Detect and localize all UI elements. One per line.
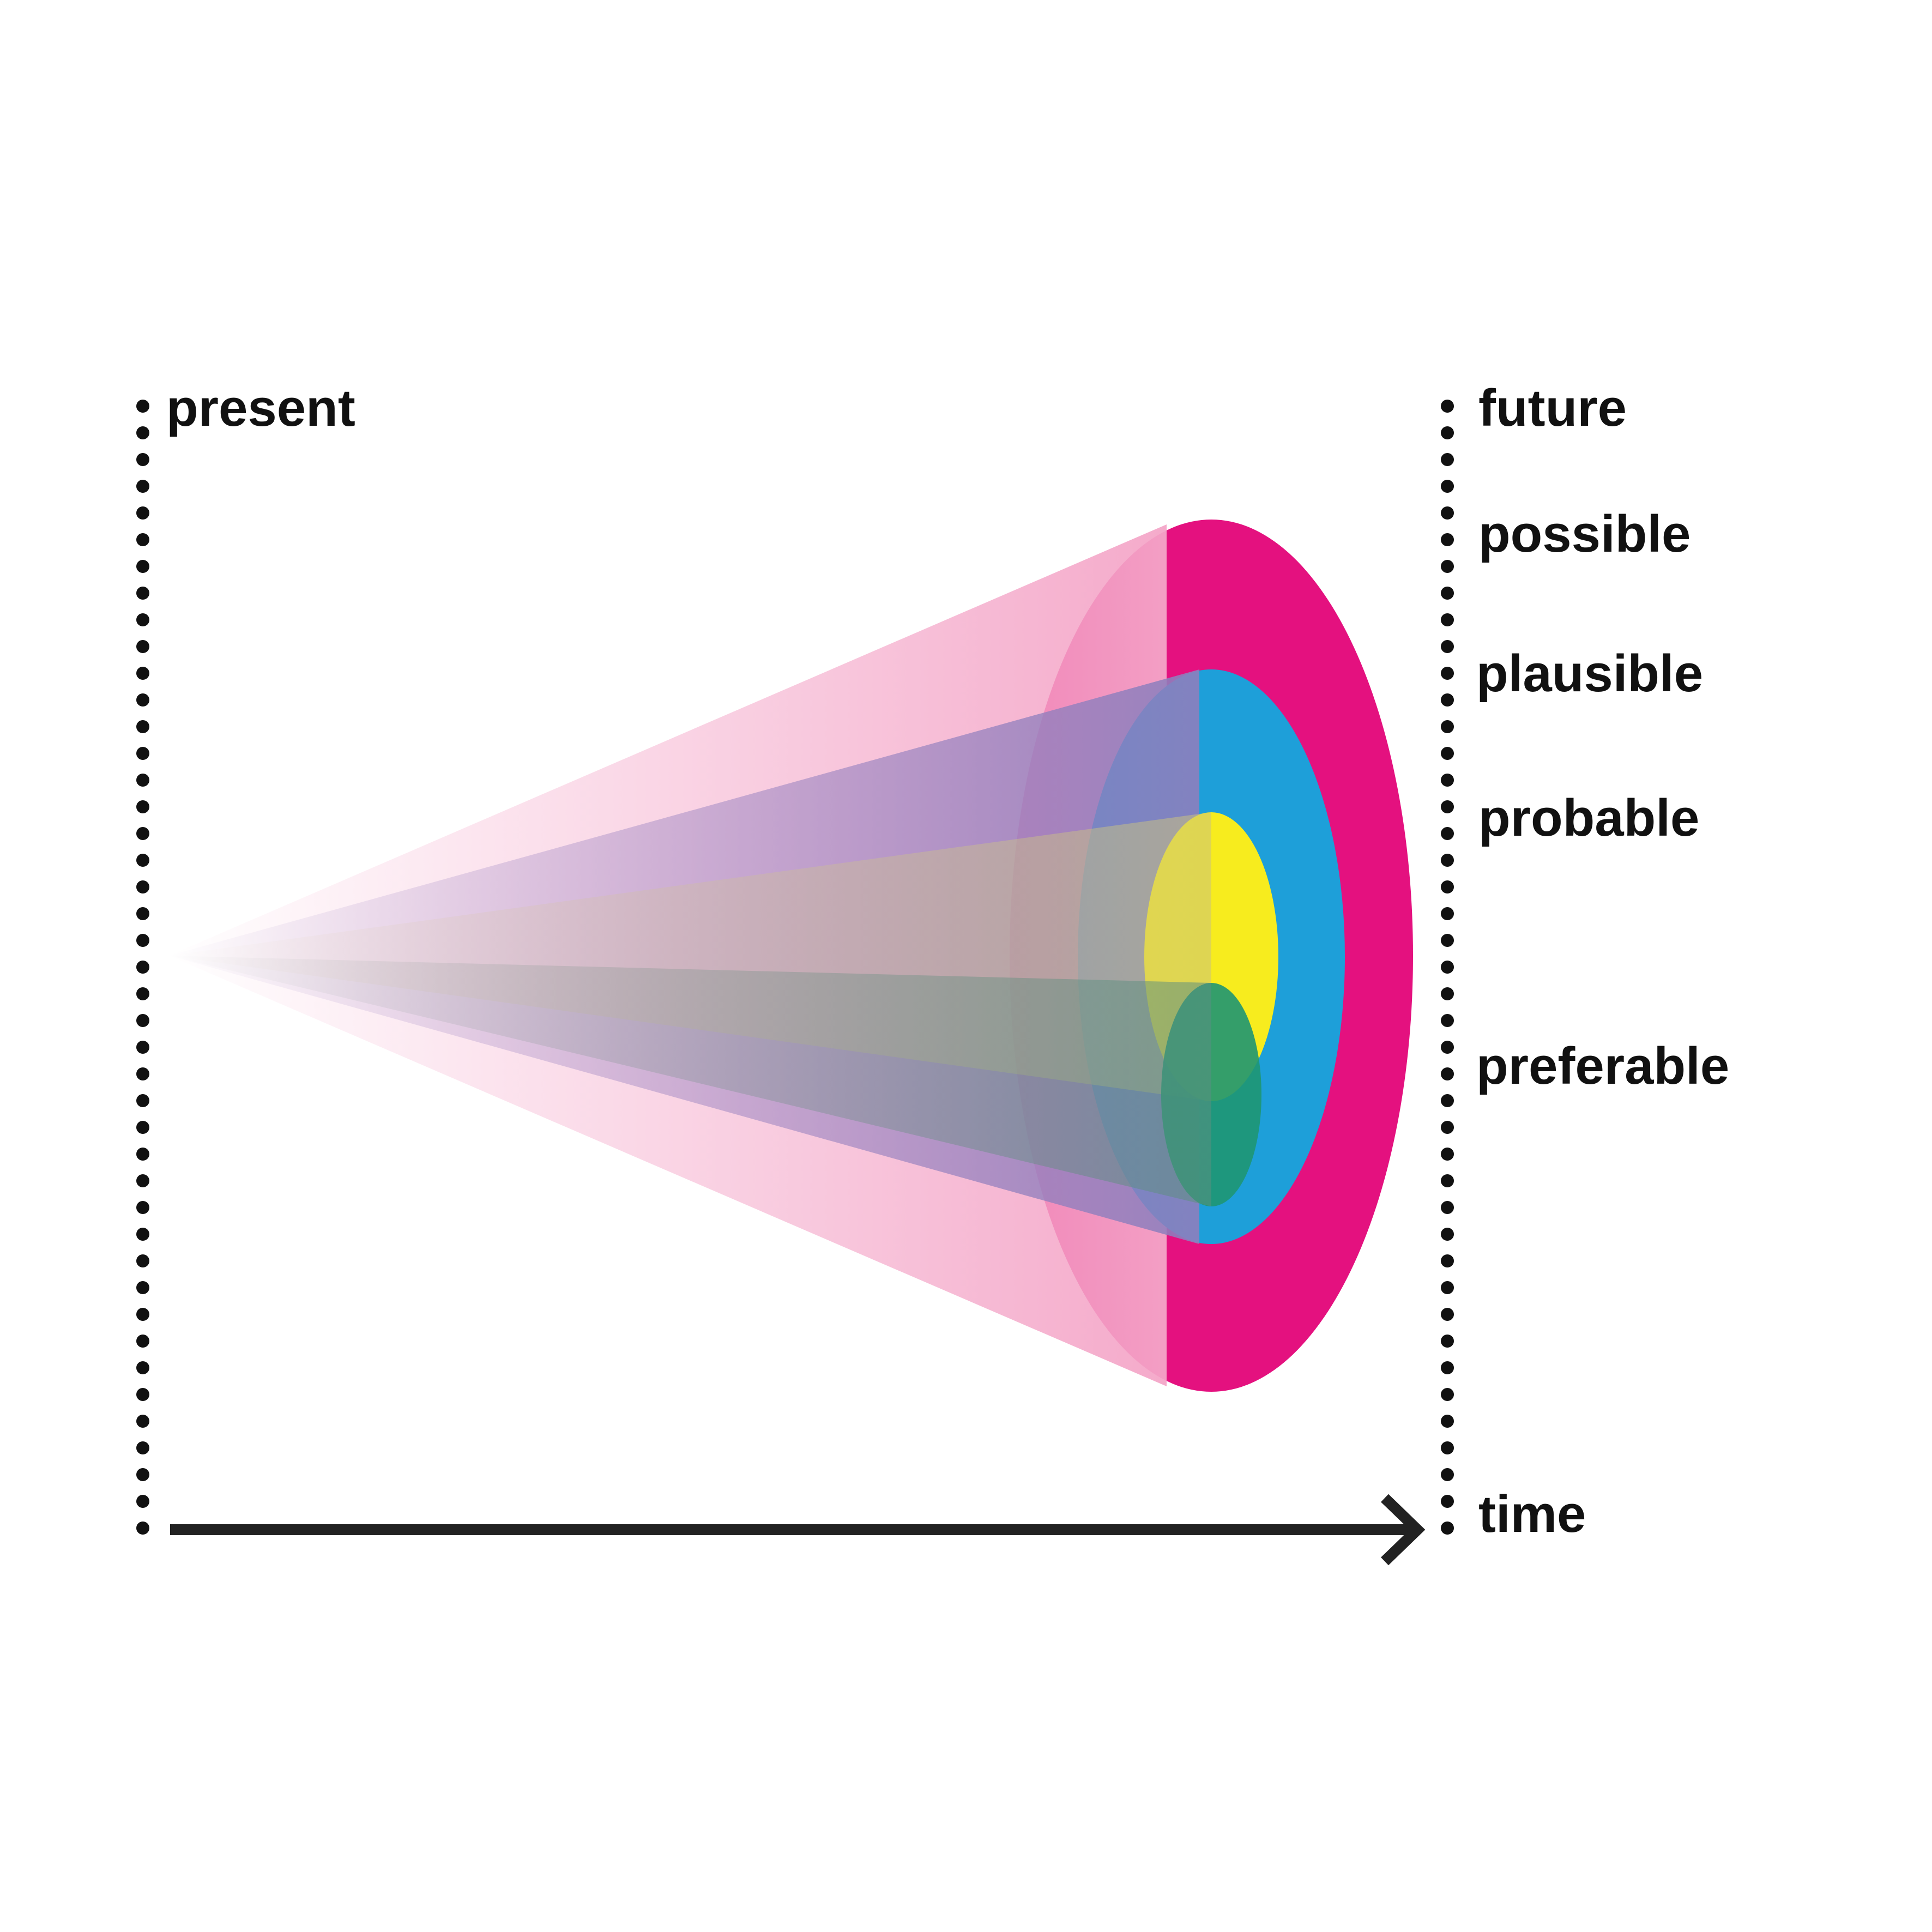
time-axis-arrow bbox=[170, 1494, 1426, 1566]
time-label: time bbox=[1478, 1485, 1586, 1543]
probable-label: probable bbox=[1478, 789, 1699, 847]
preferable-cone-body bbox=[169, 956, 1211, 1206]
possible-label: possible bbox=[1478, 505, 1690, 563]
present-label: present bbox=[166, 379, 355, 437]
plausible-label: plausible bbox=[1476, 644, 1703, 703]
preferable-label: preferable bbox=[1476, 1037, 1729, 1095]
future-label: future bbox=[1478, 379, 1627, 437]
preferable-cone bbox=[169, 956, 1261, 1206]
